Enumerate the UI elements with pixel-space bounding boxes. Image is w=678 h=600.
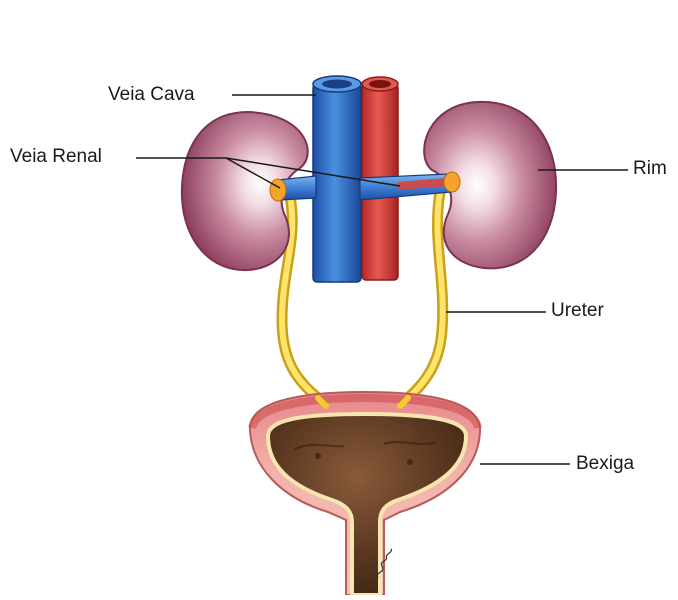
label-rim: Rim	[633, 158, 667, 180]
label-bexiga: Bexiga	[576, 453, 634, 475]
bladder	[250, 392, 480, 595]
label-veia-cava: Veia Cava	[108, 84, 195, 106]
label-veia-renal: Veia Renal	[10, 146, 102, 168]
label-ureter: Ureter	[551, 300, 604, 322]
